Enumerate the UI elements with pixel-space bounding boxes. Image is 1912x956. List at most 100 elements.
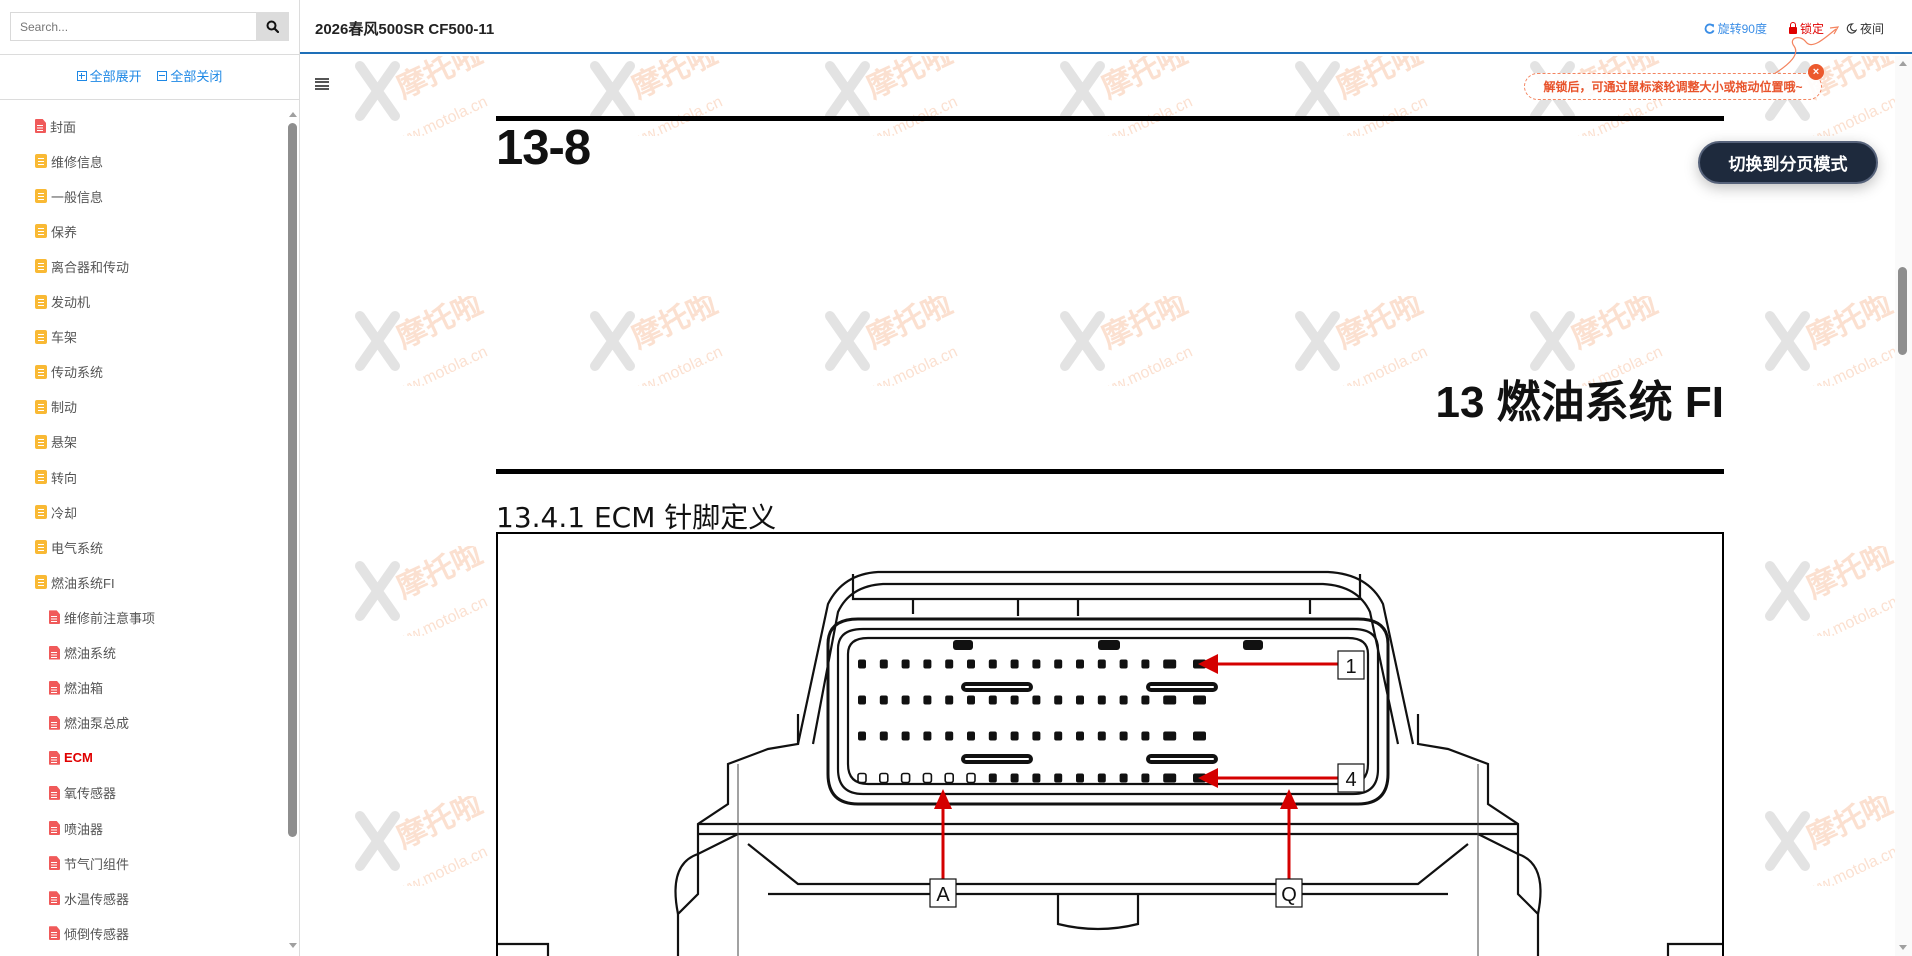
divider <box>0 99 299 100</box>
lock-button[interactable]: 锁定 <box>1788 20 1824 37</box>
sidebar-item-label: 传动系统 <box>51 365 104 381</box>
sidebar-item[interactable]: 燃油系统FI <box>35 572 115 592</box>
sidebar-item[interactable]: ECM <box>49 748 93 768</box>
scroll-up-arrow-icon[interactable] <box>1899 61 1907 66</box>
svg-text:摩托啦: 摩托啦 <box>1801 296 1897 355</box>
folder-doc-icon <box>35 575 47 590</box>
search-bar <box>10 12 289 41</box>
page-rule <box>496 116 1724 121</box>
sidebar-item[interactable]: 冷却 <box>35 502 77 522</box>
section-title: 13.4.1 ECM 针脚定义 <box>496 501 777 534</box>
search-input[interactable] <box>10 12 256 41</box>
expand-all-button[interactable]: 全部展开 <box>76 66 142 85</box>
folder-doc-icon <box>35 505 47 520</box>
rotate-icon <box>1704 23 1715 34</box>
svg-text:4: 4 <box>1345 769 1356 791</box>
scroll-down-arrow-icon[interactable] <box>289 943 297 948</box>
sidebar-item[interactable]: 车架 <box>35 327 77 347</box>
file-doc-icon <box>49 926 60 941</box>
sidebar-item[interactable]: 传动系统 <box>35 362 103 382</box>
chapter-title: 13 燃油系统 FI <box>1435 378 1725 427</box>
svg-text:摩托啦: 摩托啦 <box>626 296 722 355</box>
svg-text:1: 1 <box>1345 656 1356 678</box>
close-tip-button[interactable]: × <box>1808 64 1824 80</box>
sidebar-item-label: 封面 <box>50 119 77 135</box>
sidebar-item-label: 燃油箱 <box>64 681 104 697</box>
sidebar-item-label: 冷却 <box>51 505 78 521</box>
sidebar-item[interactable]: 一般信息 <box>35 186 103 206</box>
folder-doc-icon <box>35 540 47 555</box>
sidebar-item[interactable]: 燃油箱 <box>49 678 103 698</box>
sidebar-scroll-thumb[interactable] <box>288 123 297 837</box>
scroll-up-arrow-icon[interactable] <box>289 112 297 117</box>
sidebar-item[interactable]: 维修前注意事项 <box>49 607 155 627</box>
sidebar-item-label: 喷油器 <box>64 821 104 837</box>
main-scrollbar[interactable] <box>1895 56 1912 956</box>
sidebar-item[interactable]: 维修信息 <box>35 151 103 171</box>
svg-text:www.motola.cn: www.motola.cn <box>385 343 491 386</box>
file-doc-icon <box>49 785 60 800</box>
svg-text:摩托啦: 摩托啦 <box>1801 796 1897 855</box>
folder-doc-icon <box>35 470 47 484</box>
lock-icon <box>1788 22 1797 34</box>
sidebar-item[interactable]: 水温传感器 <box>49 888 129 908</box>
switch-to-page-mode-button[interactable]: 切换到分页模式 <box>1698 141 1878 184</box>
sidebar-item-label: 水温传感器 <box>64 891 130 907</box>
sidebar-item-label: 一般信息 <box>51 189 104 205</box>
svg-text:www.motola.cn: www.motola.cn <box>385 843 491 886</box>
sidebar-item-label: ECM <box>64 750 93 766</box>
collapse-all-button[interactable]: 全部关闭 <box>157 66 222 85</box>
sidebar-item-label: 转向 <box>51 470 78 486</box>
sidebar-scrollbar[interactable] <box>287 110 299 956</box>
sidebar-item[interactable]: 发动机 <box>35 292 90 312</box>
sidebar-item-label: 保养 <box>51 224 78 240</box>
svg-text:摩托啦: 摩托啦 <box>1096 296 1192 355</box>
search-button[interactable] <box>256 12 289 41</box>
night-mode-button[interactable]: 夜间 <box>1846 20 1884 37</box>
sidebar-item[interactable]: 燃油系统 <box>49 643 116 663</box>
svg-text:www.motola.cn: www.motola.cn <box>385 93 491 136</box>
sidebar-item[interactable]: 转向 <box>35 467 77 487</box>
sidebar-item[interactable]: 喷油器 <box>49 818 103 838</box>
svg-text:摩托啦: 摩托啦 <box>1566 296 1662 355</box>
document-title: 2026春风500SR CF500-11 <box>315 21 495 38</box>
svg-text:Q: Q <box>1281 884 1297 906</box>
svg-text:www.motola.cn: www.motola.cn <box>385 593 491 636</box>
sidebar-item[interactable]: 倾倒传感器 <box>49 923 129 943</box>
svg-text:摩托啦: 摩托啦 <box>391 796 487 855</box>
page-rule <box>496 469 1724 474</box>
svg-text:摩托啦: 摩托啦 <box>1331 296 1427 355</box>
sidebar-item[interactable]: 电气系统 <box>35 537 103 557</box>
rotate-button[interactable]: 旋转90度 <box>1704 20 1767 37</box>
header-actions: 旋转90度 锁定 夜间 <box>1704 20 1884 37</box>
sidebar-item-label: 燃油泵总成 <box>64 716 130 732</box>
ecm-connector-figure: 1 4 A Q <box>496 532 1724 956</box>
svg-text:www.motola.cn: www.motola.cn <box>1090 343 1196 386</box>
main-scroll-thumb[interactable] <box>1898 267 1907 355</box>
sidebar-item[interactable]: 离合器和传动 <box>35 256 129 276</box>
folder-doc-icon <box>35 224 47 239</box>
sidebar-item[interactable]: 燃油泵总成 <box>49 713 129 733</box>
folder-doc-icon <box>35 294 47 309</box>
sidebar-item[interactable]: 制动 <box>35 397 77 417</box>
file-doc-icon <box>49 680 60 695</box>
sidebar: 全部展开 全部关闭 封面维修信息一般信息保养离合器和传动发动机车架传动系统制动悬… <box>0 0 300 956</box>
sidebar-item[interactable]: 氧传感器 <box>49 783 116 803</box>
sidebar-item-label: 制动 <box>51 400 78 416</box>
scroll-down-arrow-icon[interactable] <box>1899 945 1907 950</box>
file-doc-icon <box>35 119 46 133</box>
svg-text:A: A <box>936 884 950 906</box>
sidebar-item[interactable]: 封面 <box>35 116 76 136</box>
sidebar-item[interactable]: 节气门组件 <box>49 853 129 873</box>
sidebar-item-label: 离合器和传动 <box>51 259 130 275</box>
sidebar-item[interactable]: 保养 <box>35 221 77 241</box>
toggle-sidebar-button[interactable] <box>315 78 329 90</box>
sidebar-item-label: 倾倒传感器 <box>64 926 130 942</box>
divider <box>0 54 299 55</box>
sidebar-item-label: 节气门组件 <box>64 856 130 872</box>
sidebar-item[interactable]: 悬架 <box>35 432 77 452</box>
